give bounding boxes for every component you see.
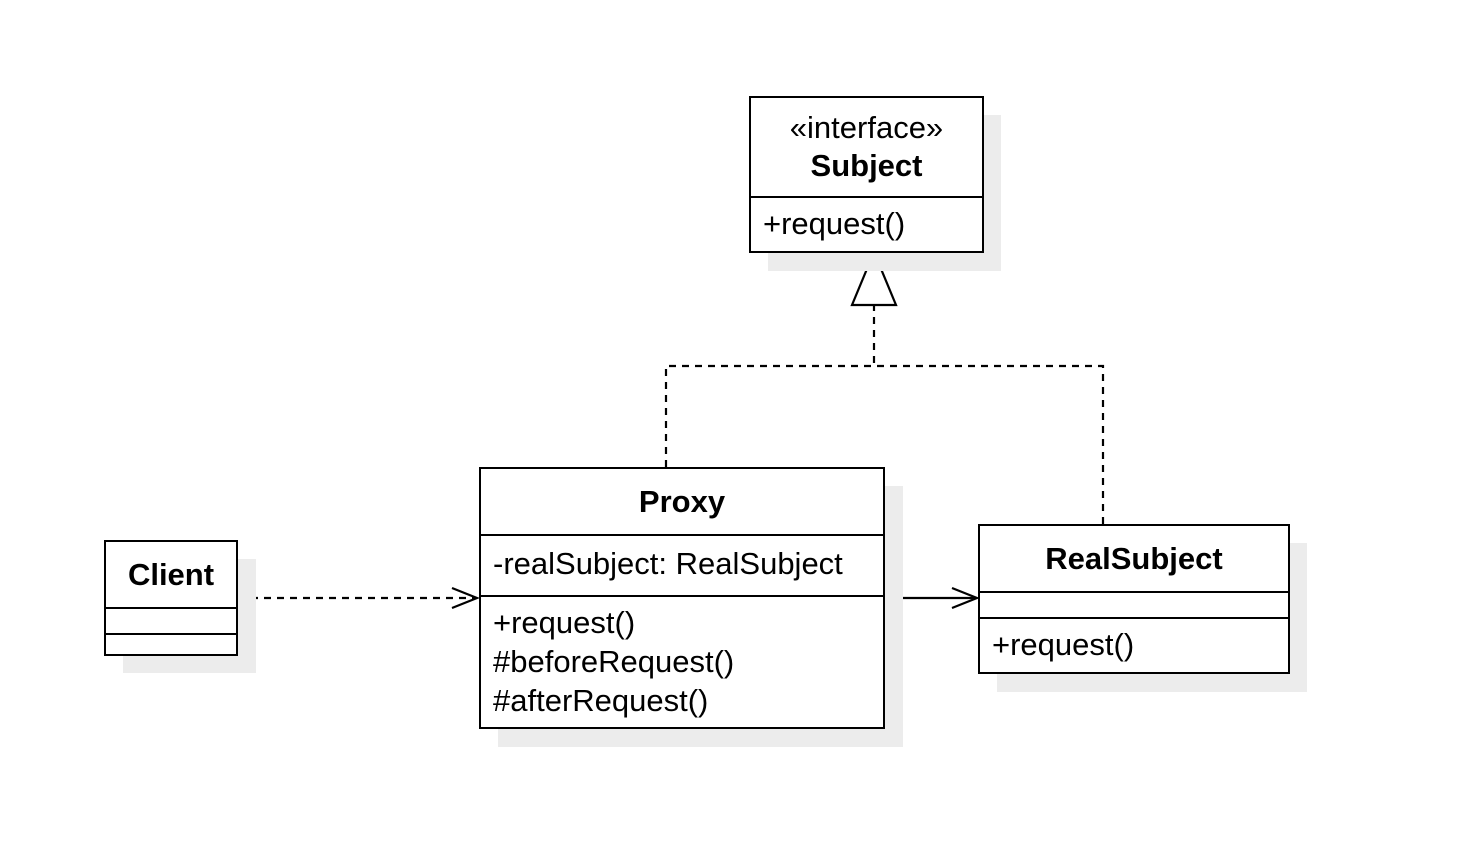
class-name: RealSubject bbox=[1045, 540, 1223, 576]
operation: #afterRequest() bbox=[493, 683, 709, 718]
operations-section: +request() bbox=[980, 617, 1288, 672]
class-client[interactable]: Client bbox=[104, 540, 238, 656]
class-name: Proxy bbox=[638, 483, 726, 519]
realization-triangle-head bbox=[850, 249, 898, 307]
class-name: Client bbox=[127, 556, 215, 592]
attributes-section: -realSubject: RealSubject bbox=[481, 534, 883, 595]
class-proxy[interactable]: Proxy -realSubject: RealSubject +request… bbox=[479, 467, 885, 729]
operation: #beforeRequest() bbox=[493, 644, 735, 679]
class-proxy-header: Proxy bbox=[481, 469, 883, 534]
class-subject[interactable]: «interface» Subject +request() bbox=[749, 96, 984, 253]
operations-section: +request() bbox=[751, 196, 982, 251]
attributes-section bbox=[980, 591, 1288, 617]
class-client-header: Client bbox=[106, 542, 236, 607]
class-subject-header: «interface» Subject bbox=[751, 98, 982, 196]
operations-section: +request() #beforeRequest() #afterReques… bbox=[481, 595, 883, 727]
operation: +request() bbox=[493, 605, 636, 640]
attributes-section bbox=[106, 607, 236, 633]
operations-section bbox=[106, 633, 236, 654]
dependency-client-proxy bbox=[238, 586, 480, 610]
class-name: Subject bbox=[810, 148, 923, 183]
stereotype-label: «interface» bbox=[789, 110, 944, 145]
realization-proxy-subject bbox=[664, 306, 876, 467]
operation: +request() bbox=[763, 206, 906, 241]
attribute: -realSubject: RealSubject bbox=[493, 546, 843, 581]
realization-realsubject-subject bbox=[874, 364, 1105, 524]
class-realsubject[interactable]: RealSubject +request() bbox=[978, 524, 1290, 674]
operation: +request() bbox=[992, 627, 1135, 662]
class-realsubject-header: RealSubject bbox=[980, 526, 1288, 591]
